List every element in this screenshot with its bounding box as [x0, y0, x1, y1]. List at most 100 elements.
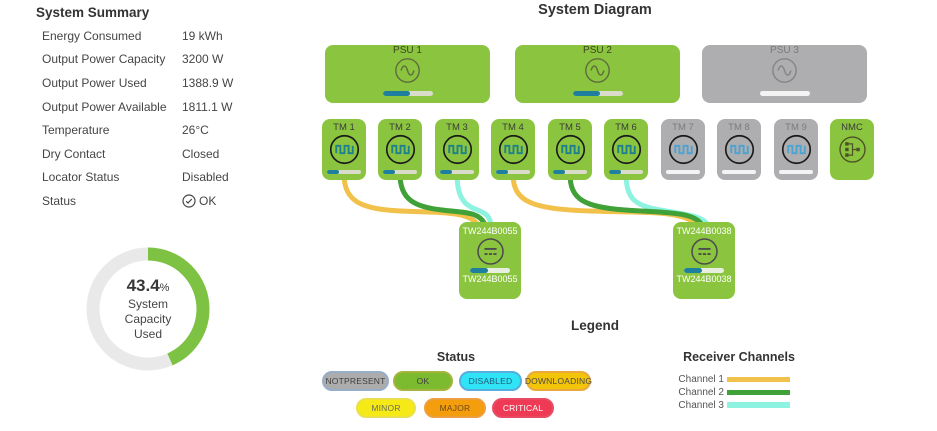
- cable-tm4-channel1: [510, 171, 701, 231]
- square-wave-icon: [724, 134, 754, 165]
- tm-label: TM 7: [672, 122, 694, 133]
- receiver-label-top: TW244B0055: [462, 226, 518, 236]
- tm-8-node[interactable]: TM 8: [717, 119, 761, 180]
- status-pill-minor: MINOR: [356, 398, 416, 418]
- tm-load-bar: [609, 170, 643, 174]
- tm-4-node[interactable]: TM 4: [491, 119, 535, 180]
- receiver-load-bar: [684, 268, 724, 273]
- diagram-title: System Diagram: [538, 2, 652, 18]
- channel-3-color-swatch: [727, 402, 790, 408]
- tm-load-bar: [496, 170, 530, 174]
- status-legend-title: Status: [436, 350, 476, 364]
- tm-label: TM 6: [615, 122, 637, 133]
- summary-label: Output Power Used: [42, 75, 147, 90]
- dc-symbol-icon: [476, 238, 504, 265]
- channel-3-legend-row: Channel 3: [664, 399, 794, 411]
- ac-sine-icon: [585, 58, 610, 83]
- tm-load-bar: [327, 170, 361, 174]
- gauge-caption-line: Capacity: [124, 311, 172, 326]
- summary-label: Output Power Capacity: [42, 52, 166, 67]
- tm-5-node[interactable]: TM 5: [548, 119, 592, 180]
- nmc-label: NMC: [841, 122, 863, 133]
- psu-2-node[interactable]: PSU 2: [515, 45, 680, 103]
- receiver-label-bottom: TW244B0038: [676, 274, 732, 284]
- tm-label: TM 3: [446, 122, 468, 133]
- receiver-1-node[interactable]: TW244B0055 TW244B0055: [459, 222, 521, 299]
- channel-label: Channel 1: [678, 373, 724, 385]
- tm-7-node[interactable]: TM 7: [661, 119, 705, 180]
- summary-value: 26°C: [182, 123, 209, 138]
- tm-6-node[interactable]: TM 6: [604, 119, 648, 180]
- summary-row-energy: Energy Consumed 19 kWh: [42, 24, 282, 48]
- psu-load-bar: [572, 91, 623, 96]
- status-pill-disabled: DISABLED: [459, 371, 522, 391]
- psu-label: PSU 1: [393, 45, 422, 56]
- tm-label: TM 4: [502, 122, 524, 133]
- psu-1-node[interactable]: PSU 1: [325, 45, 490, 103]
- summary-panel-title: System Summary: [36, 5, 150, 20]
- channel-label: Channel 2: [678, 386, 724, 398]
- summary-value: 3200 W: [182, 52, 224, 67]
- cable-tm5-channel2: [567, 171, 706, 231]
- summary-label: Temperature: [42, 123, 110, 138]
- summary-label: Dry Contact: [42, 146, 106, 161]
- tm-load-bar-fill: [553, 170, 565, 174]
- status-pill-notpresent: NOTPRESENT: [322, 371, 389, 391]
- tm-load-bar-fill: [496, 170, 508, 174]
- channel-label: Channel 3: [678, 399, 724, 411]
- ac-sine-icon: [772, 58, 797, 83]
- receiver-load-bar: [470, 268, 510, 273]
- legend-title: Legend: [570, 318, 619, 333]
- square-wave-icon: [385, 134, 415, 165]
- status-pill-downloading: DOWNLOADING: [525, 371, 592, 391]
- tm-label: TM 2: [389, 122, 411, 133]
- summary-row-output-used: Output Power Used 1388.9 W: [42, 71, 282, 95]
- receiver-label-bottom: TW244B0055: [462, 274, 518, 284]
- square-wave-icon: [555, 134, 585, 165]
- tm-load-bar-fill: [440, 170, 452, 174]
- tm-label: TM 1: [333, 122, 355, 133]
- summary-value: 1388.9 W: [182, 75, 234, 90]
- ac-sine-icon: [395, 58, 420, 83]
- channel-2-color-swatch: [727, 389, 790, 395]
- summary-row-temperature: Temperature 26°C: [42, 118, 282, 142]
- gauge-percent: 43.4%: [126, 275, 170, 295]
- receiver-2-node[interactable]: TW244B0038 TW244B0038: [673, 222, 735, 299]
- tm-load-bar-fill: [609, 170, 621, 174]
- channel-1-color-swatch: [727, 376, 790, 382]
- cable-tm3-channel3: [454, 171, 494, 231]
- cable-tm2-channel2: [397, 171, 489, 231]
- psu-load-bar: [382, 91, 433, 96]
- receiver-load-bar-fill: [470, 268, 488, 273]
- psu-load-bar-fill: [382, 91, 410, 96]
- summary-label: Status: [42, 193, 77, 208]
- status-pill-ok: OK: [393, 371, 453, 391]
- summary-status-value: OK: [182, 194, 216, 208]
- summary-value: Disabled: [182, 170, 229, 185]
- status-text: OK: [199, 193, 217, 208]
- tm-load-bar: [666, 170, 700, 174]
- tm-load-bar-fill: [327, 170, 339, 174]
- summary-value: 19 kWh: [182, 28, 223, 43]
- tm-9-node[interactable]: TM 9: [774, 119, 818, 180]
- channel-1-legend-row: Channel 1: [664, 373, 794, 385]
- tm-load-bar: [383, 170, 417, 174]
- summary-row-status: Status OK: [42, 189, 282, 213]
- dc-symbol-icon: [690, 238, 718, 265]
- summary-row-dry-contact: Dry Contact Closed: [42, 142, 282, 166]
- tm-load-bar-fill: [383, 170, 395, 174]
- tm-2-node[interactable]: TM 2: [378, 119, 422, 180]
- psu-3-node[interactable]: PSU 3: [702, 45, 867, 103]
- summary-label: Energy Consumed: [42, 28, 142, 43]
- summary-rows: Energy Consumed 19 kWh Output Power Capa…: [42, 24, 282, 213]
- tm-3-node[interactable]: TM 3: [435, 119, 479, 180]
- summary-row-output-available: Output Power Available 1811.1 W: [42, 95, 282, 119]
- gauge-caption-line: Used: [133, 326, 162, 341]
- nmc-node[interactable]: NMC: [830, 119, 874, 180]
- tm-label: TM 5: [559, 122, 581, 133]
- tm-load-bar: [553, 170, 587, 174]
- cable-tm6-channel3: [623, 171, 711, 231]
- square-wave-icon: [781, 134, 811, 165]
- psu-label: PSU 2: [583, 45, 612, 56]
- tm-1-node[interactable]: TM 1: [322, 119, 366, 180]
